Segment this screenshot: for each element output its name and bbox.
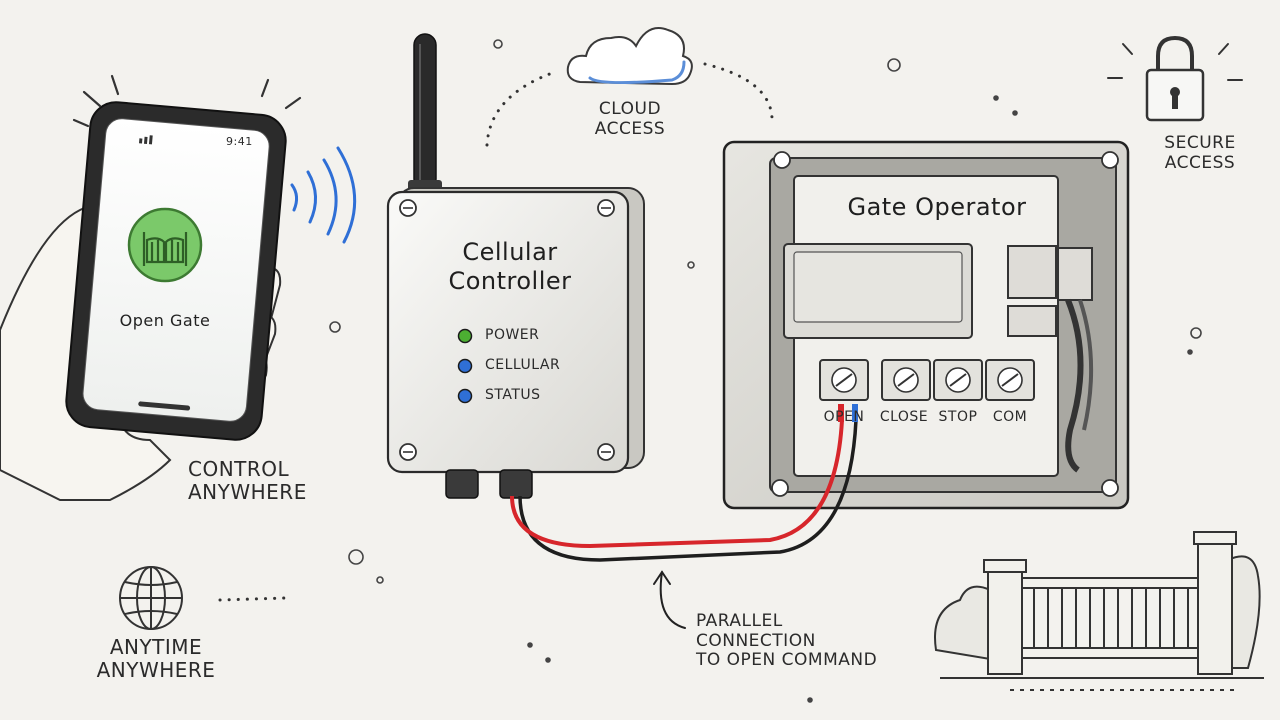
label-line: ACCESS <box>594 118 666 139</box>
controller-title: Cellular Controller <box>420 238 600 296</box>
control-anywhere-label: CONTROL ANYWHERE <box>188 458 307 504</box>
phone-time: 9:41 <box>226 135 253 148</box>
label-line: SECURE <box>1164 133 1236 153</box>
terminal-label-close: CLOSE <box>879 409 929 425</box>
terminal-close[interactable] <box>881 359 931 401</box>
terminal-com[interactable] <box>985 359 1035 401</box>
led-status <box>457 388 473 404</box>
gate-icon <box>142 232 188 266</box>
terminal-label-stop: STOP <box>938 409 978 425</box>
terminal-open[interactable] <box>819 359 869 401</box>
terminal-stop[interactable] <box>933 359 983 401</box>
cable-gland <box>445 469 533 499</box>
anytime-anywhere-label: ANYTIME ANYWHERE <box>96 636 216 682</box>
wire-red <box>510 419 844 549</box>
cloud-icon <box>566 27 693 86</box>
label-line: ANYWHERE <box>188 480 307 504</box>
wireless-signal-icon <box>290 146 357 244</box>
annotation-arrow <box>653 570 686 629</box>
decor-dots <box>329 39 1202 703</box>
led-cellular <box>457 358 473 374</box>
secure-access-label: SECURE ACCESS <box>1150 133 1250 173</box>
gate-illustration <box>934 531 1264 691</box>
antenna-icon <box>408 33 442 194</box>
lock-icon <box>1107 35 1243 122</box>
cloud-access-label: CLOUD ACCESS <box>580 99 680 139</box>
label-line: ANYWHERE <box>96 658 216 682</box>
led-indicators <box>457 328 473 404</box>
label-line: ANYTIME <box>109 635 203 659</box>
terminal-block <box>819 359 1035 401</box>
gate-operator-title: Gate Operator <box>847 193 1027 221</box>
terminal-label-com: COM <box>992 409 1028 425</box>
parallel-connection-label: PARALLEL CONNECTION TO OPEN COMMAND <box>696 611 878 671</box>
label-line: CONNECTION <box>696 630 816 651</box>
cloud-link-dotted <box>218 62 774 602</box>
globe-icon <box>119 566 183 630</box>
open-gate-button[interactable] <box>127 207 203 283</box>
wire-terminal-ends <box>838 404 858 422</box>
label-line: ACCESS <box>1164 152 1236 173</box>
label-line: CONTROL <box>188 457 290 481</box>
led-label-power: POWER <box>485 327 540 343</box>
terminal-label-open: OPEN <box>823 409 865 425</box>
led-power <box>457 328 473 344</box>
title-line: Controller <box>448 266 572 295</box>
title-line: Cellular <box>462 238 558 266</box>
led-label-cellular: CELLULAR <box>485 357 561 373</box>
label-line: TO OPEN COMMAND <box>696 650 878 671</box>
led-label-status: STATUS <box>485 387 541 403</box>
label-line: PARALLEL <box>696 611 783 631</box>
open-gate-label[interactable]: Open Gate <box>119 311 211 330</box>
phone-signal-icon <box>138 135 153 145</box>
phone-emphasis-marks <box>72 74 302 128</box>
label-line: CLOUD <box>598 99 662 119</box>
